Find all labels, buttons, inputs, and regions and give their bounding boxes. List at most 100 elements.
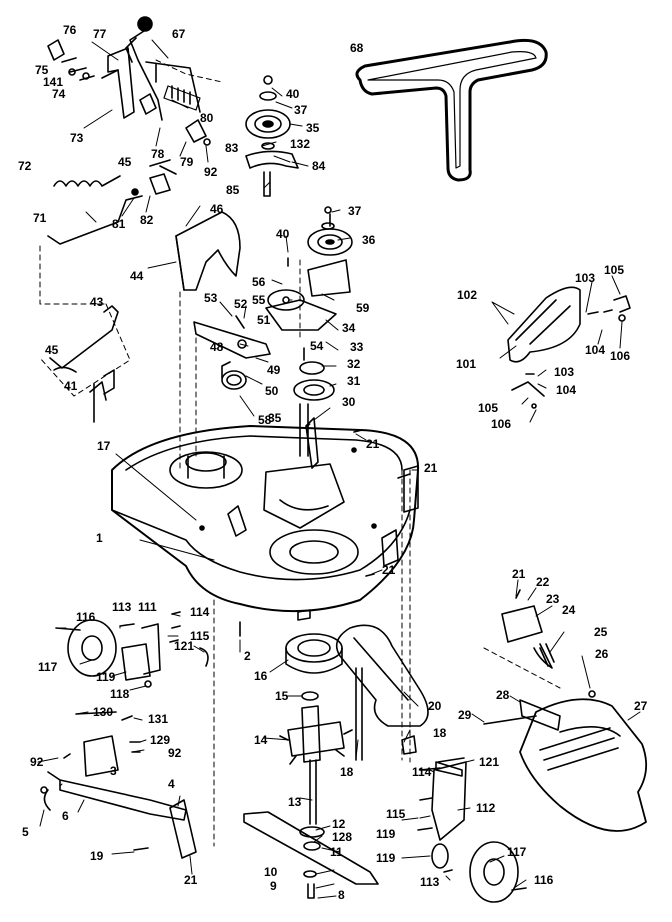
callout-40a: 40: [286, 87, 300, 101]
callout-23: 23: [546, 592, 560, 606]
callout-55: 55: [252, 293, 266, 307]
callout-14: 14: [254, 733, 268, 747]
mower-blade: [243, 811, 379, 899]
callout-45a: 45: [118, 155, 132, 169]
callout-73: 73: [70, 131, 84, 145]
callout-37b: 37: [348, 204, 362, 218]
lever-bracket: [47, 39, 211, 146]
callout-119c: 119: [376, 851, 396, 865]
callout-2: 2: [244, 649, 251, 663]
callout-103a: 103: [575, 271, 596, 285]
callout-105a: 105: [604, 263, 625, 277]
lower-pulley-stack: [287, 206, 353, 297]
callout-46: 46: [210, 202, 224, 216]
callout-21e: 21: [184, 873, 198, 887]
callout-104b: 104: [556, 383, 577, 397]
callout-106a: 106: [610, 349, 631, 363]
callout-29: 29: [458, 708, 472, 722]
callout-21c: 21: [382, 563, 396, 577]
callout-92c: 92: [30, 755, 44, 769]
callout-32: 32: [347, 357, 361, 371]
callout-106b: 106: [491, 417, 512, 431]
callout-1: 1: [96, 531, 103, 545]
callout-72: 72: [18, 159, 32, 173]
callout-44: 44: [130, 269, 144, 283]
callout-103b: 103: [554, 365, 575, 379]
belt-shield: [175, 211, 241, 291]
callout-71: 71: [33, 211, 47, 225]
callout-81: 81: [112, 217, 126, 231]
callout-121a: 121: [174, 639, 195, 653]
callout-113b: 113: [420, 875, 440, 889]
callout-43: 43: [90, 295, 104, 309]
callout-45b: 45: [45, 343, 59, 357]
callout-102: 102: [457, 288, 478, 302]
callout-117a: 117: [38, 660, 58, 674]
callout-115a: 115: [190, 629, 210, 643]
callout-77: 77: [93, 27, 107, 41]
callout-128: 128: [332, 830, 353, 844]
callout-101: 101: [456, 357, 477, 371]
callout-114b: 114: [412, 765, 432, 779]
callout-50: 50: [265, 384, 279, 398]
callout-37a: 37: [294, 103, 308, 117]
callout-19: 19: [90, 849, 104, 863]
callout-92b: 92: [168, 746, 182, 760]
callout-84: 84: [312, 159, 326, 173]
callout-92a: 92: [204, 165, 218, 179]
front-hanger-brackets: [43, 711, 197, 859]
callout-79: 79: [180, 155, 194, 169]
callout-40b: 40: [276, 227, 290, 241]
callout-21d: 21: [512, 567, 526, 581]
callout-27: 27: [634, 699, 648, 713]
callout-85: 85: [226, 183, 240, 197]
callout-76: 76: [63, 23, 77, 37]
callout-59: 59: [356, 301, 370, 315]
callout-129: 129: [150, 733, 171, 747]
callout-141: 141: [43, 75, 64, 89]
callout-12: 12: [332, 817, 346, 831]
callout-68: 68: [350, 41, 364, 55]
callout-118: 118: [110, 687, 130, 701]
callout-56: 56: [252, 275, 266, 289]
lift-linkage: [47, 159, 177, 423]
callout-119a: 119: [96, 670, 116, 684]
callout-28: 28: [496, 688, 510, 702]
callout-3: 3: [110, 764, 117, 778]
callout-35a: 35: [306, 121, 320, 135]
callout-131: 131: [148, 712, 169, 726]
callout-36: 36: [362, 233, 376, 247]
callout-5: 5: [22, 825, 29, 839]
idler-spring: [221, 361, 247, 390]
callout-51: 51: [257, 313, 271, 327]
callout-41: 41: [64, 379, 78, 393]
callout-34: 34: [342, 321, 356, 335]
callout-15: 15: [275, 689, 289, 703]
callout-112: 112: [476, 801, 496, 815]
callout-49: 49: [267, 363, 281, 377]
callout-21a: 21: [366, 437, 380, 451]
callout-113a: 113: [112, 600, 132, 614]
discharge-chute-assembly: [483, 589, 648, 832]
spindle-pulleys: [293, 347, 335, 457]
callout-58: 58: [258, 413, 272, 427]
callout-13: 13: [288, 795, 302, 809]
chute-deflector: [507, 286, 631, 409]
callout-117b: 117: [507, 845, 527, 859]
callout-30: 30: [342, 395, 356, 409]
callout-82: 82: [140, 213, 154, 227]
callout-54: 54: [310, 339, 324, 353]
callout-80: 80: [200, 111, 214, 125]
callout-4: 4: [168, 777, 175, 791]
callout-25: 25: [594, 625, 608, 639]
callout-10: 10: [264, 865, 278, 879]
callout-26: 26: [595, 647, 609, 661]
callout-83: 83: [225, 141, 239, 155]
callout-116b: 116: [534, 873, 554, 887]
callout-130: 130: [93, 705, 114, 719]
pulley-plate: [265, 289, 337, 331]
callout-116a: 116: [76, 610, 96, 624]
callout-18a: 18: [433, 726, 447, 740]
